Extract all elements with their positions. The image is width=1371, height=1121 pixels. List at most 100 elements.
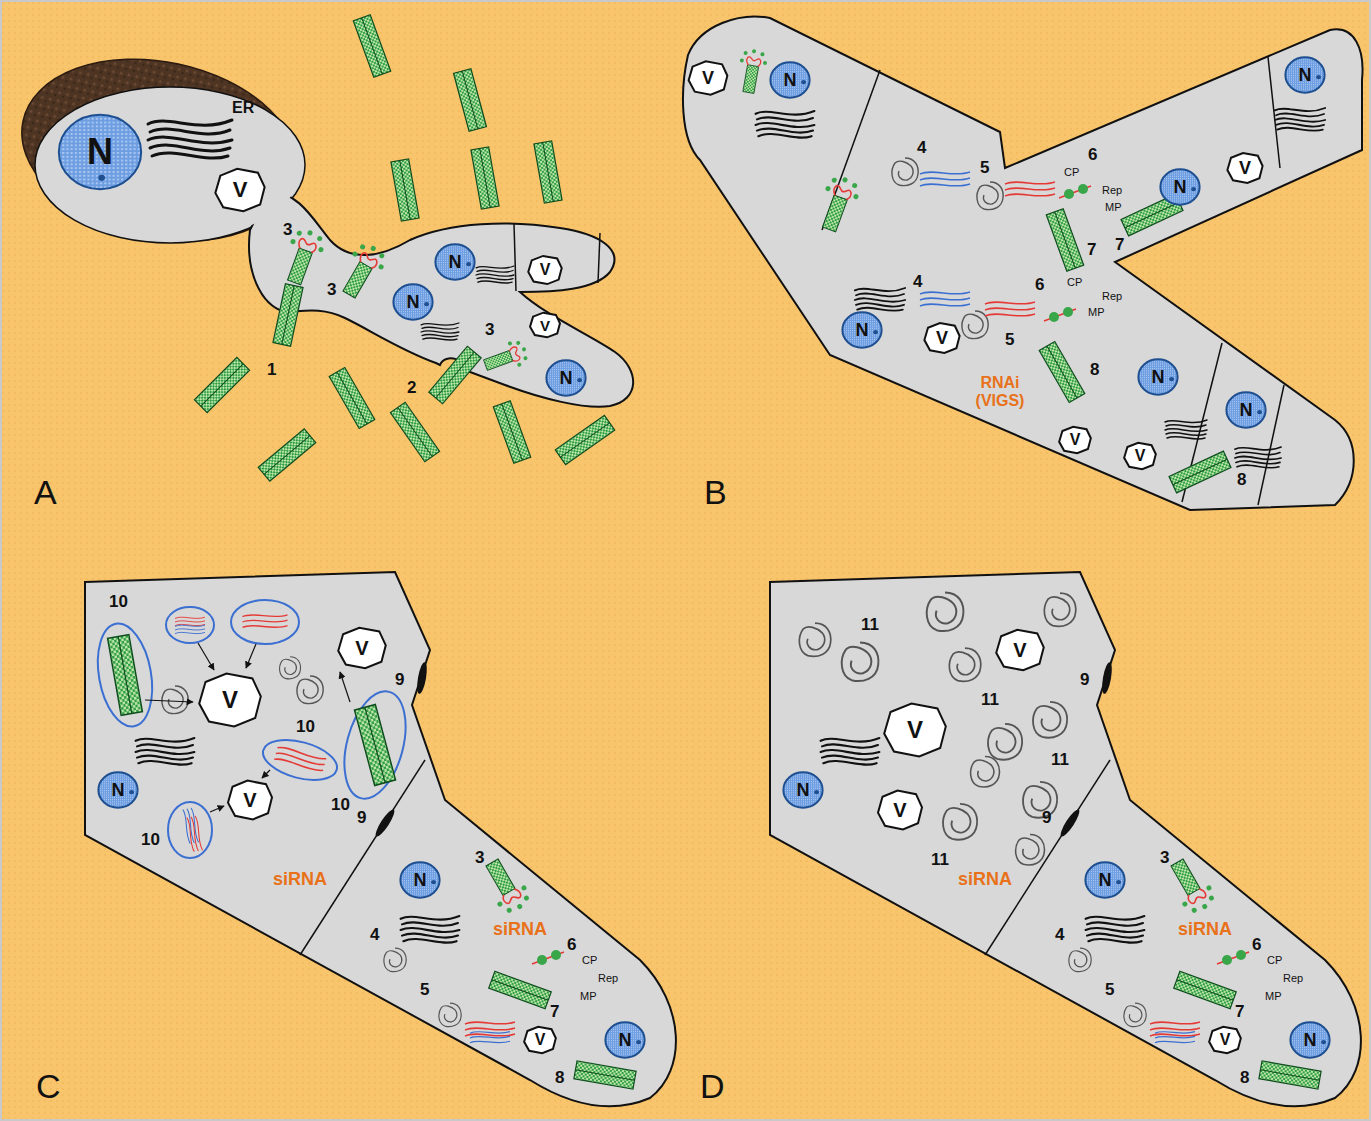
callout-number: 4 — [370, 926, 379, 945]
nucleus-outline — [400, 862, 439, 897]
nucleus-label: N — [797, 781, 810, 799]
membrane-whorl — [280, 657, 301, 679]
vacuole-label: V — [1013, 640, 1026, 660]
callout-number: 10 — [141, 831, 160, 850]
callout-number: 11 — [931, 851, 949, 870]
vacuole-outline — [199, 674, 261, 727]
vacuole-label: V — [936, 329, 948, 347]
er-membrane — [855, 288, 905, 311]
vacuole-label: V — [243, 790, 256, 810]
nucleus: N — [605, 1022, 645, 1058]
er-membrane — [136, 738, 195, 765]
nucleus-label: N — [87, 134, 113, 170]
nucleolus — [1321, 1040, 1326, 1044]
membrane-whorl — [1016, 835, 1045, 865]
protein-label: MP — [580, 990, 597, 1002]
vacuole: V — [1225, 151, 1265, 185]
virion — [353, 15, 390, 78]
nucleus: N — [58, 114, 142, 190]
septal-plug — [1058, 807, 1082, 838]
membrane-whorl — [1023, 782, 1057, 818]
callout-number: 5 — [420, 981, 429, 1000]
er-membrane — [476, 266, 514, 283]
virion — [534, 141, 562, 203]
vacuole-outline — [1059, 427, 1091, 453]
septal-plug — [415, 662, 428, 695]
vacuole-label: V — [1070, 432, 1081, 448]
callout-number: 11 — [1051, 751, 1069, 770]
nucleus-outline — [842, 312, 881, 347]
nucleolus — [636, 1040, 641, 1044]
nucleus: N — [783, 772, 823, 808]
silencing-label: siRNA — [493, 920, 547, 940]
callout-number: 1 — [267, 361, 276, 380]
vacuole: V — [212, 166, 268, 214]
entering-virion — [273, 284, 303, 346]
er-membrane — [1086, 916, 1145, 943]
nucleus-outline — [393, 284, 432, 319]
virion — [194, 357, 249, 412]
callout-number: 7 — [1235, 1003, 1244, 1022]
panel-letter: A — [34, 474, 57, 511]
vacuole-label: V — [1220, 1032, 1231, 1048]
callout-number: 8 — [555, 1069, 564, 1088]
er-membrane — [756, 111, 815, 138]
septal-plug — [373, 807, 397, 838]
septum — [985, 760, 1110, 955]
vacuole: V — [1122, 441, 1158, 471]
callout-number: 6 — [1252, 936, 1261, 955]
protein-label: CP — [1067, 276, 1082, 288]
moving-virion — [574, 1061, 636, 1089]
vacuole-label: V — [355, 638, 368, 658]
protein-label: Rep — [1102, 184, 1122, 196]
membrane-whorl — [1033, 702, 1067, 738]
callout-number: 10 — [331, 796, 350, 815]
vacuole-label: V — [893, 800, 906, 820]
protein-label: MP — [1265, 990, 1282, 1002]
panel-letter: B — [704, 474, 727, 511]
callout-number: 3 — [475, 849, 484, 868]
nucleolus — [1257, 410, 1262, 414]
callout-number: 8 — [1237, 471, 1246, 490]
nucleus-label: N — [1304, 1031, 1317, 1049]
nucleus: N — [1085, 862, 1125, 898]
nucleolus — [466, 262, 471, 266]
replication-complex — [1059, 184, 1091, 199]
callout-number: 6 — [567, 936, 576, 955]
nucleus-label: N — [1240, 401, 1253, 419]
nucleus-label: N — [407, 293, 420, 311]
panel-b — [683, 17, 1363, 510]
nucleus-outline — [605, 1022, 644, 1057]
callout-number: 6 — [1035, 276, 1044, 295]
callout-number: 7 — [1115, 236, 1124, 255]
callout-number: 10 — [296, 718, 315, 737]
nucleus-outline — [1085, 862, 1124, 897]
membrane-whorl — [949, 648, 980, 681]
callout-number: 5 — [1005, 331, 1014, 350]
fusion-arrow — [210, 806, 224, 812]
hypha — [770, 572, 1361, 1106]
nucleus-label: N — [1099, 871, 1112, 889]
fusion-arrow — [198, 643, 214, 670]
protein-label: Rep — [1102, 290, 1122, 302]
callout-number: 6 — [1088, 146, 1097, 165]
virion — [329, 368, 375, 429]
panel-letter: D — [700, 1068, 725, 1105]
membrane-whorl — [384, 948, 406, 971]
protein-label: CP — [582, 954, 597, 966]
viral-rna — [470, 1032, 510, 1043]
nucleus: N — [546, 360, 586, 396]
nucleus-outline — [98, 772, 137, 807]
nucleus: N — [400, 862, 440, 898]
nucleolus — [801, 80, 806, 84]
callout-number: 8 — [1090, 361, 1099, 380]
vacuole: V — [528, 311, 562, 339]
callout-number: 9 — [395, 671, 404, 690]
membrane-whorl — [977, 182, 1003, 210]
uncoating-virion — [813, 172, 864, 235]
vacuole-label: V — [540, 262, 551, 278]
vacuole-label: V — [233, 179, 248, 201]
nucleus: N — [1285, 57, 1325, 93]
callout-number: 3 — [283, 221, 292, 240]
